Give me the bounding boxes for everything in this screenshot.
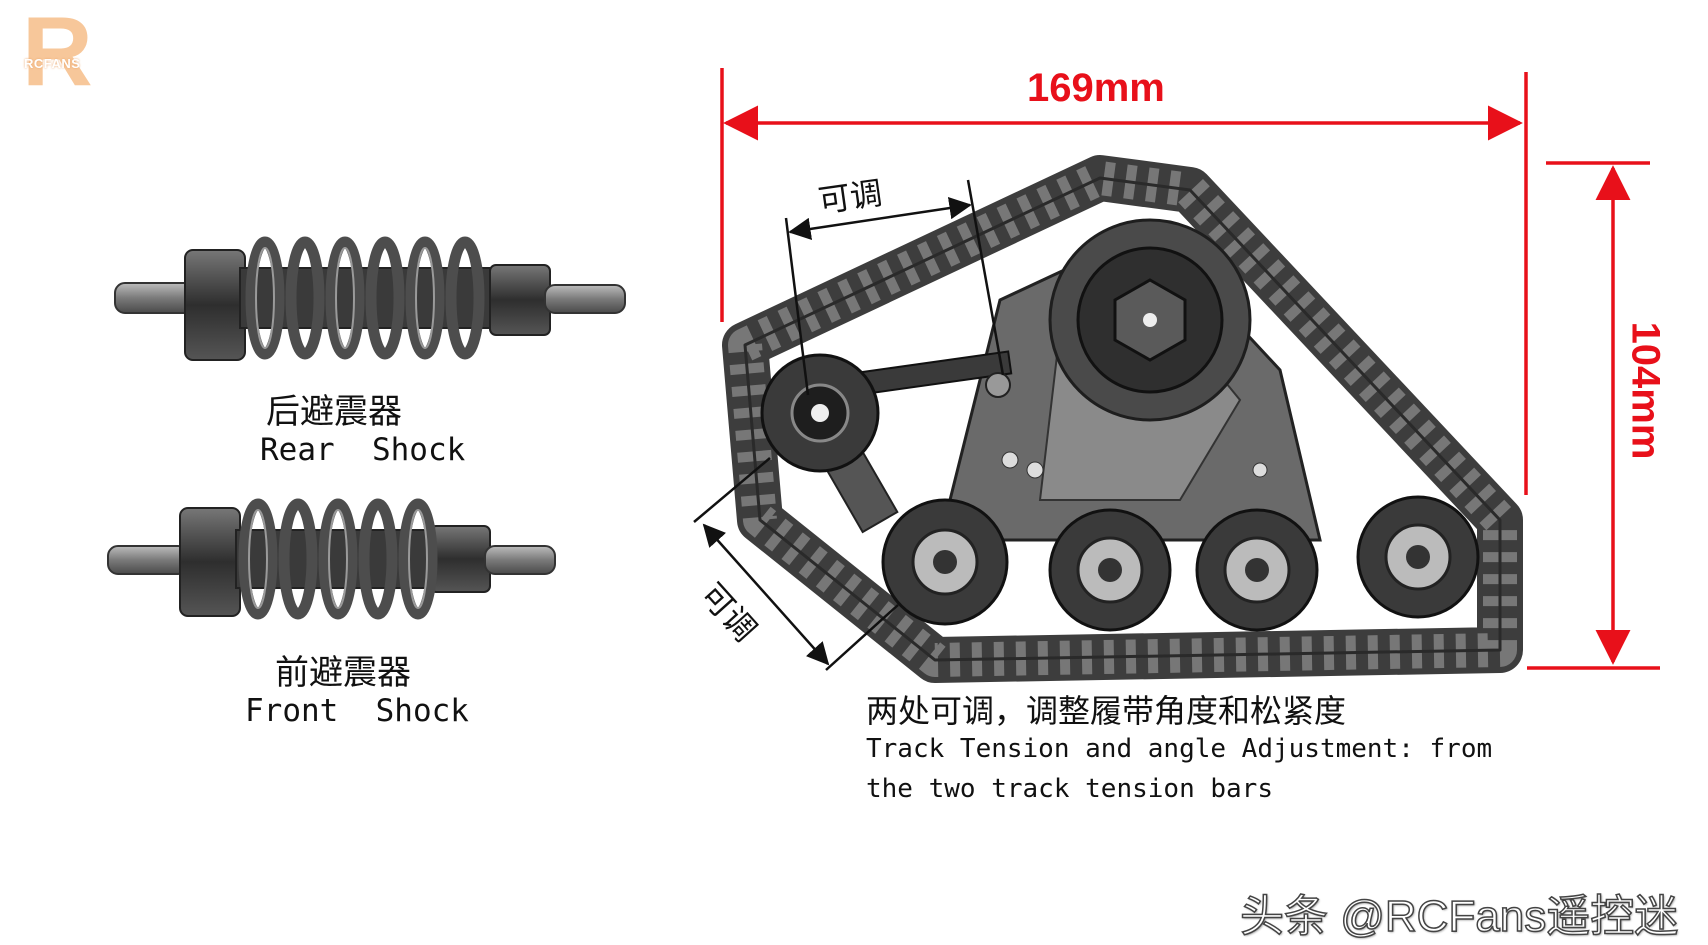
- front-shock-label-cn: 前避震器: [275, 653, 411, 693]
- caption-en-line1: Track Tension and angle Adjustment: from: [866, 734, 1493, 764]
- logo-letter-r: R: [22, 0, 93, 106]
- rear-shock-label-cn: 后避震器: [266, 392, 402, 432]
- logo-text: RCFANS: [24, 56, 81, 71]
- front-shock: [107, 498, 556, 620]
- width-label: 169mm: [1027, 66, 1165, 110]
- height-dimension: [1527, 161, 1660, 670]
- front-shock-label-en: Front Shock: [245, 693, 469, 729]
- caption-en-line2: the two track tension bars: [866, 774, 1273, 804]
- track-assembly: [722, 155, 1523, 683]
- watermark: 头条 @RCFans遥控迷: [1239, 891, 1679, 942]
- rcfans-logo: R RCFANS: [22, 2, 110, 100]
- rear-shock-label-en: Rear Shock: [260, 432, 466, 468]
- width-dimension: [720, 68, 1528, 495]
- adjust-top-label: 可调: [815, 173, 885, 221]
- rear-shock: [114, 236, 626, 361]
- caption-cn: 两处可调，调整履带角度和松紧度: [866, 692, 1347, 730]
- adjust-side-dimension: [693, 457, 899, 671]
- height-label: 104mm: [1623, 321, 1668, 460]
- adjust-top-dimension: [784, 179, 1005, 396]
